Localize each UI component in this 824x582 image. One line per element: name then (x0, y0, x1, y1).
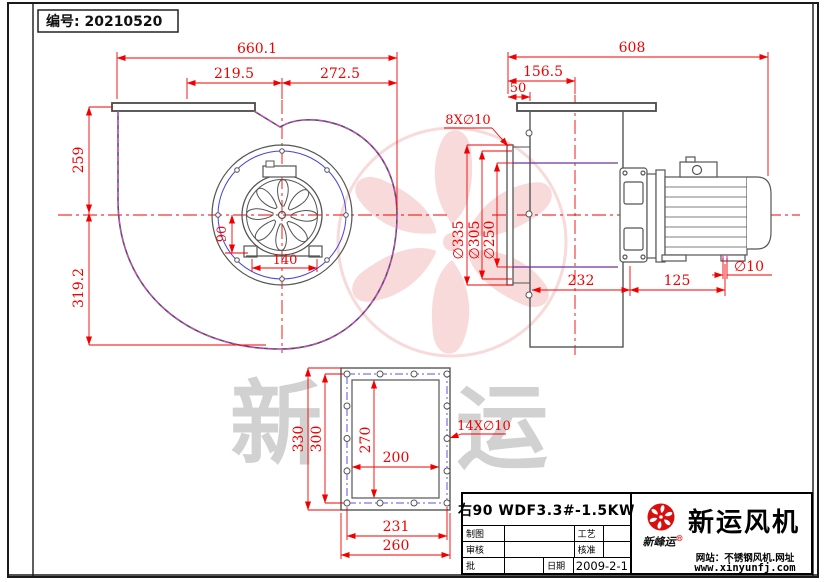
inlet-collar (262, 165, 297, 178)
motor-foot-right (720, 254, 746, 262)
motor (646, 156, 772, 263)
dim-flange-outer-height: 330 (291, 426, 307, 453)
dim-flange-outer-width: 260 (383, 538, 410, 554)
dim-outlet-width: 219.5 (214, 66, 254, 82)
outlet-flange-front (111, 102, 256, 112)
brand-panel: 新峰运® 新运风机 网站：不锈钢风机.网址 www.xinyunfj.com (632, 494, 811, 574)
inlet-flange-circle (211, 144, 353, 286)
date-value: 2009-2-1 (575, 558, 628, 573)
dim-foot-hole: ∅10 (734, 259, 764, 275)
dim-bolt-circle: ∅305 (467, 221, 483, 260)
dim-overall-width: 660.1 (237, 41, 277, 57)
check-label: 审核 (463, 542, 505, 557)
flange-view-dimensions: 330 300 270 200 231 260 14X∅10 (291, 367, 511, 559)
dim-flange-bolt-width: 231 (383, 519, 410, 535)
impeller-hub (277, 210, 287, 220)
front-centerlines (58, 100, 448, 353)
dim-inlet-to-center: 156.5 (523, 64, 563, 80)
motor-fins (665, 186, 747, 248)
dim-inlet-dia: ∅250 (482, 221, 498, 260)
inlet-duct-lines (513, 162, 618, 268)
side-view (492, 95, 800, 355)
inlet-bolt-dots (215, 148, 349, 282)
inlet-support-feet (243, 245, 323, 258)
date-label: 日期 (544, 558, 574, 573)
sheet-frame (7, 2, 819, 578)
dim-flange-opening-height: 270 (358, 427, 374, 454)
batch-value (505, 558, 545, 573)
dim-bracket-to-foot: 125 (664, 273, 691, 289)
title-row-2: 审核 核准 (463, 542, 630, 558)
dim-overall-length: 608 (619, 40, 646, 56)
dim-foot-span: 140 (273, 253, 298, 268)
dim-foot-offset: 90 (215, 226, 230, 243)
scroll-outline-magenta (117, 110, 398, 350)
process-value (604, 526, 630, 541)
dim-flange-dia: ∅335 (451, 221, 467, 260)
dim-center-to-bottom: 319.2 (71, 268, 87, 308)
model-designation: 右90 WDF3.3#-1.5KW (458, 494, 634, 526)
check-value (505, 542, 575, 557)
draw-label: 制图 (463, 526, 505, 541)
dim-flange-bolt-note: 14X∅10 (457, 419, 511, 434)
dim-casing-to-bracket: 232 (568, 273, 595, 289)
brand-script-text: 新峰运 (642, 535, 676, 549)
inlet-flange-plate (506, 144, 514, 286)
approve-value (604, 542, 630, 557)
brand-script-name: 新峰运® (634, 533, 692, 550)
dim-inlet-bolts: 8X∅10 (445, 113, 490, 128)
dim-flange-opening-width: 200 (383, 450, 410, 466)
dim-center-to-right: 272.5 (320, 66, 360, 82)
impeller-blades (246, 179, 318, 251)
watermark-char-right: 运 (456, 375, 548, 482)
brand-watermark-pinwheel (336, 126, 568, 358)
flange-bolt-holes (343, 370, 451, 507)
dim-flange-bolt-height: 300 (309, 426, 325, 453)
serial-box: 编号: 20210520 (37, 9, 179, 33)
approve-label: 核准 (575, 542, 605, 557)
dim-flange-depth: 50 (510, 81, 527, 96)
dim-top-to-center: 259 (71, 147, 87, 174)
outlet-flange-side (516, 102, 657, 112)
motor-end-cap (747, 176, 772, 250)
draw-value (505, 526, 575, 541)
process-label: 工艺 (575, 526, 605, 541)
title-block: 右90 WDF3.3#-1.5KW 制图 工艺 审核 核准 批 日期 2009-… (458, 492, 813, 575)
title-row-1: 制图 工艺 (463, 526, 630, 542)
front-view-dimensions: 660.1 219.5 272.5 259 319.2 90 140 (71, 41, 398, 346)
motor-bracket (619, 167, 648, 263)
flange-view (340, 367, 451, 511)
title-row-3: 批 日期 2009-2-1 (463, 558, 630, 573)
side-view-dimensions: 608 156.5 50 8X∅10 ∅335 ∅305 ∅250 232 12… (444, 40, 772, 296)
inlet-collar-clamp (265, 160, 275, 168)
brand-site-line1: 网站：不锈钢风机.网址 (695, 553, 795, 564)
motor-foot-left (661, 254, 687, 262)
brand-site-line2: www.xinyunfj.com (694, 562, 796, 574)
flange-opening-rect (351, 379, 440, 499)
brand-name: 新运风机 (688, 508, 801, 538)
registered-mark: ® (675, 533, 684, 543)
serial-text: 编号: 20210520 (46, 13, 163, 30)
batch-label: 批 (463, 558, 505, 573)
brand-logo-icon (647, 503, 675, 531)
title-block-table: 右90 WDF3.3#-1.5KW 制图 工艺 审核 核准 批 日期 2009-… (458, 494, 634, 573)
